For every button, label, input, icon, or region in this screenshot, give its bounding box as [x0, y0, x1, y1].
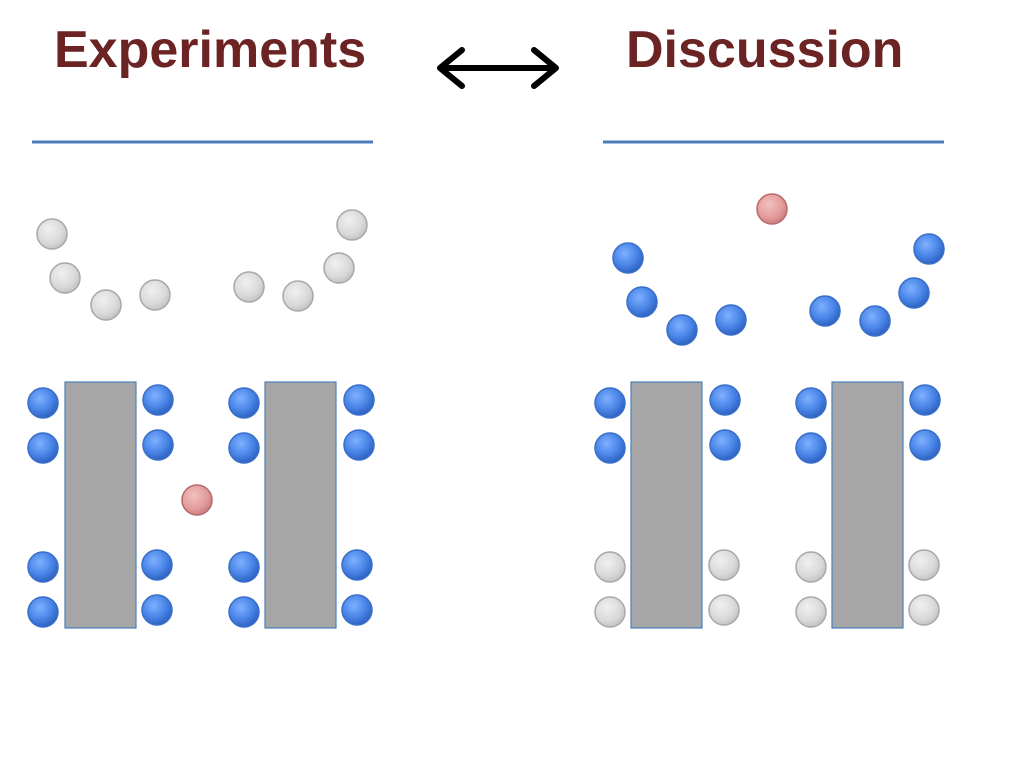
- discussion-seat-person-11: [909, 384, 941, 416]
- experiments-seat-person-6: [27, 596, 59, 628]
- experiments-front-person-3: [90, 289, 122, 321]
- experiments-table-1: [64, 381, 137, 629]
- discussion-seat-person-16: [908, 594, 940, 626]
- experiments-seat-person-12: [343, 429, 375, 461]
- discussion-seat-person-13: [795, 551, 827, 583]
- experiments-front-person-1: [36, 218, 68, 250]
- double-headed-arrow-icon: [437, 47, 559, 89]
- discussion-facilitator: [756, 193, 788, 225]
- discussion-seat-person-7: [708, 549, 740, 581]
- experiments-seat-person-7: [141, 549, 173, 581]
- discussion-seat-person-10: [795, 432, 827, 464]
- experiments-seat-person-9: [228, 387, 260, 419]
- experiments-seat-person-2: [27, 432, 59, 464]
- discussion-seat-person-6: [594, 596, 626, 628]
- experiments-title: Experiments: [54, 21, 367, 79]
- discussion-front-person-6: [859, 305, 891, 337]
- experiments-front-person-2: [49, 262, 81, 294]
- discussion-seat-person-2: [594, 432, 626, 464]
- experiments-front-person-4: [139, 279, 171, 311]
- experiments-front-person-8: [336, 209, 368, 241]
- discussion-seat-person-5: [594, 551, 626, 583]
- discussion-seat-person-8: [708, 594, 740, 626]
- discussion-seat-person-4: [709, 429, 741, 461]
- experiments-front-person-6: [282, 280, 314, 312]
- experiments-seat-person-11: [343, 384, 375, 416]
- discussion-front-person-5: [809, 295, 841, 327]
- experiments-front-person-5: [233, 271, 265, 303]
- experiments-table-2: [264, 381, 337, 629]
- discussion-front-person-3: [666, 314, 698, 346]
- experiments-seat-person-16: [341, 594, 373, 626]
- discussion-front-person-8: [913, 233, 945, 265]
- discussion-table-2: [831, 381, 904, 629]
- discussion-front-person-4: [715, 304, 747, 336]
- discussion-seat-person-12: [909, 429, 941, 461]
- discussion-seat-person-14: [795, 596, 827, 628]
- experiments-seat-person-14: [228, 596, 260, 628]
- experiments-seat-person-5: [27, 551, 59, 583]
- discussion-seat-person-9: [795, 387, 827, 419]
- experiments-seat-person-13: [228, 551, 260, 583]
- discussion-front-person-2: [626, 286, 658, 318]
- experiments-seat-person-8: [141, 594, 173, 626]
- discussion-seat-person-15: [908, 549, 940, 581]
- experiments-front-person-7: [323, 252, 355, 284]
- discussion-title: Discussion: [626, 21, 904, 79]
- experiments-seat-person-3: [142, 384, 174, 416]
- discussion-table-1: [630, 381, 703, 629]
- experiments-seat-person-10: [228, 432, 260, 464]
- discussion-front-person-7: [898, 277, 930, 309]
- experiments-facilitator: [181, 484, 213, 516]
- experiments-seat-person-4: [142, 429, 174, 461]
- experiments-seat-person-15: [341, 549, 373, 581]
- experiments-seat-person-1: [27, 387, 59, 419]
- discussion-seat-person-1: [594, 387, 626, 419]
- discussion-front-person-1: [612, 242, 644, 274]
- discussion-seat-person-3: [709, 384, 741, 416]
